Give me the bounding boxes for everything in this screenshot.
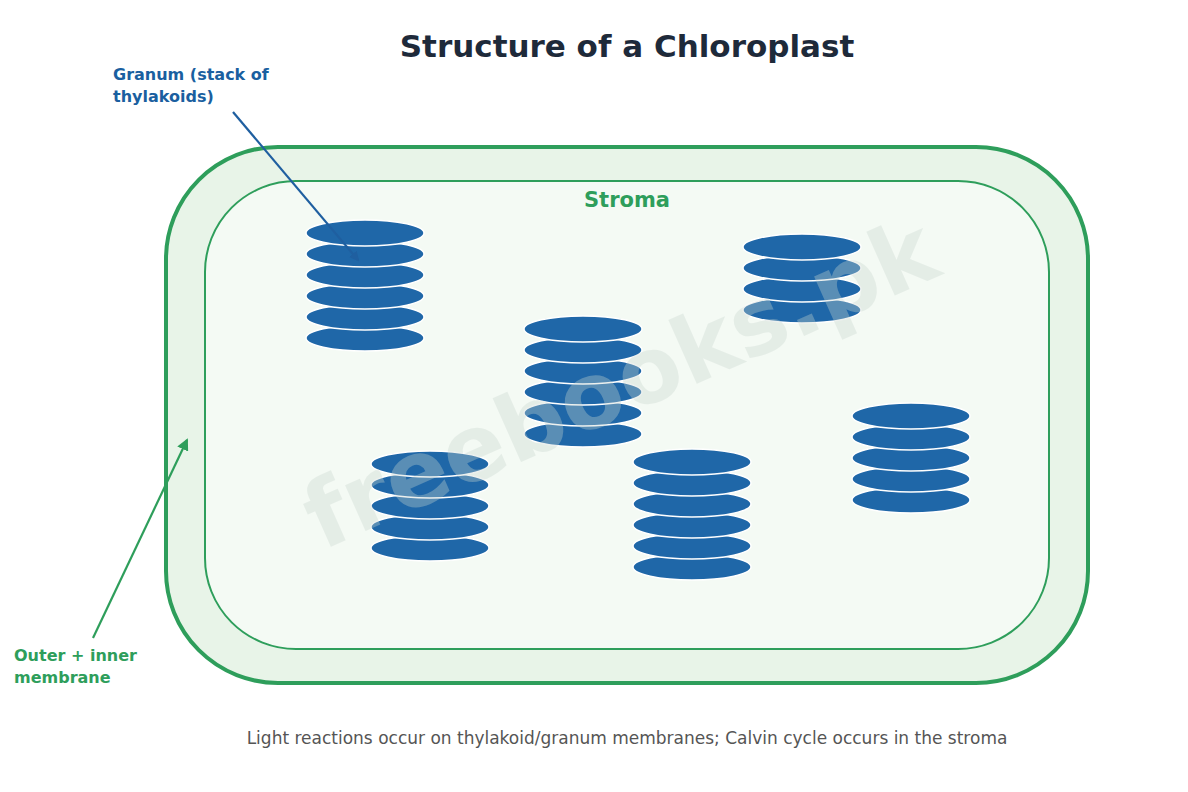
title: Structure of a Chloroplast [0,28,1188,64]
caption: Light reactions occur on thylakoid/granu… [0,728,1188,748]
leader-line [93,440,187,638]
callout-label: Outer + inner membrane [14,645,154,688]
callout-label: Granum (stack of thylakoids) [113,64,328,107]
granum [371,451,489,561]
granum [852,403,970,513]
region-label: Stroma [206,188,1048,212]
outer-membrane [166,147,1088,683]
